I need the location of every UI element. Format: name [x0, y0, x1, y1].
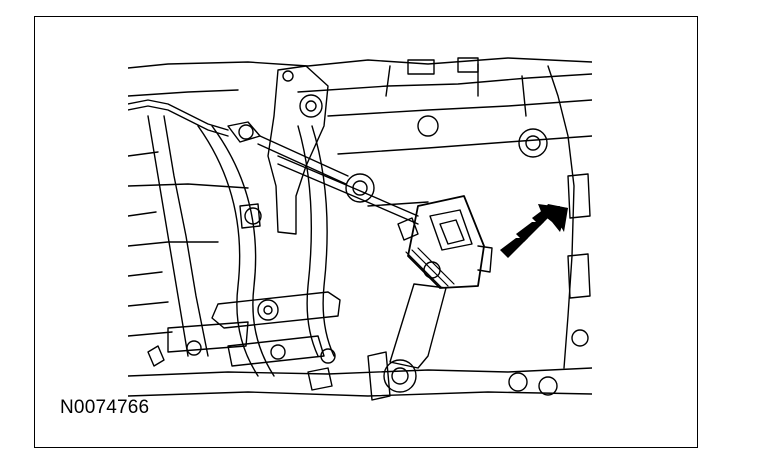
- figure-id-label: N0074766: [60, 397, 150, 418]
- linkage-rod: [277, 155, 419, 225]
- transmission-illustration: [128, 57, 592, 401]
- lower-lever-assembly: [147, 291, 341, 391]
- manual-lever-arm: [367, 261, 447, 401]
- dashed-arrow-icon: [500, 204, 568, 258]
- transmission-case: [128, 57, 592, 397]
- tr-sensor-connector: [397, 195, 493, 289]
- figure-frame: [34, 16, 698, 448]
- shift-cable: [128, 99, 349, 185]
